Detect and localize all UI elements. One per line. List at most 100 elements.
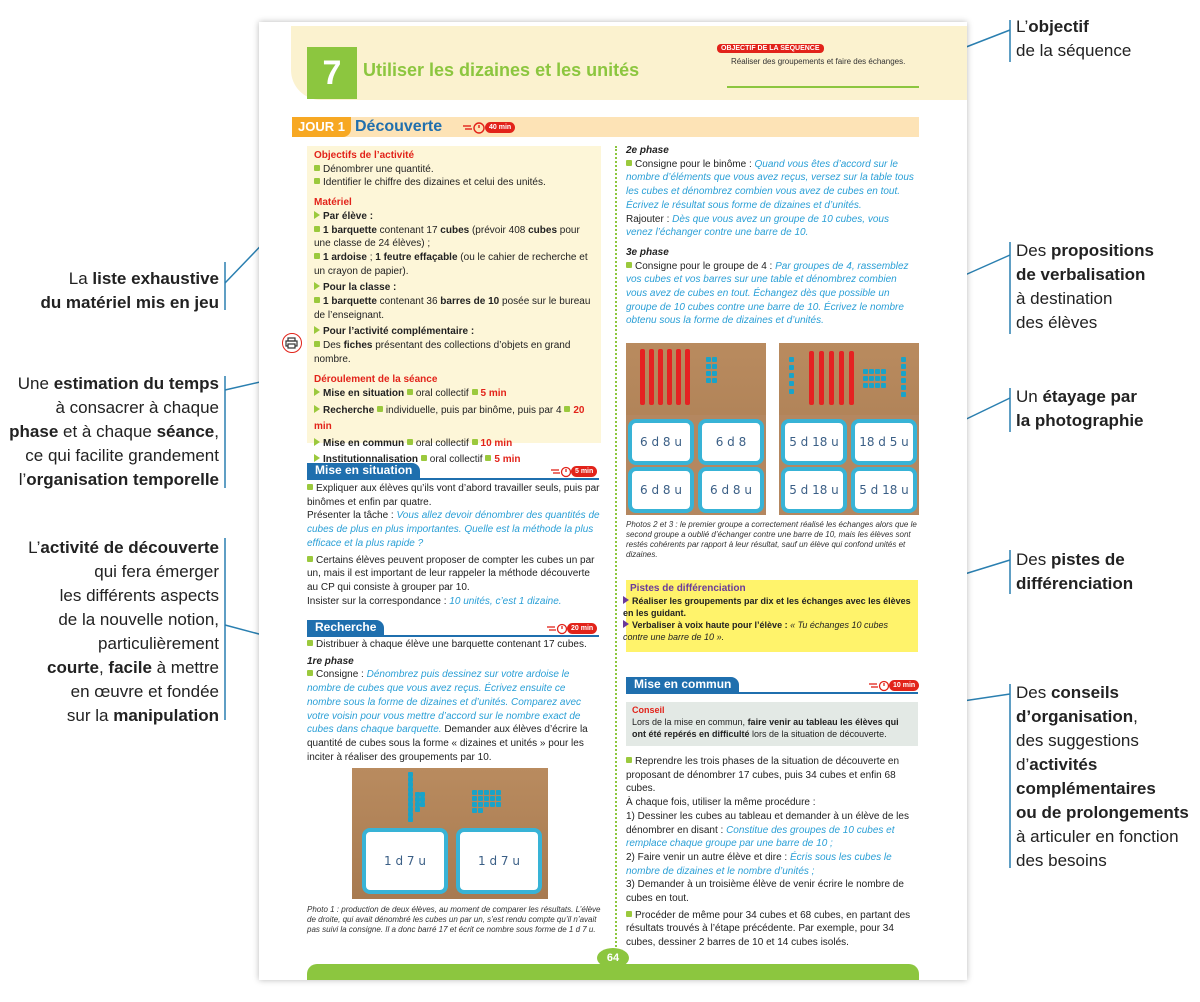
photo-3-slate: 5 d 18 u	[851, 467, 917, 513]
column-divider	[615, 146, 617, 966]
photo-1: 1 d 7 u 1 d 7 u	[352, 768, 548, 899]
cube	[901, 385, 906, 390]
cube	[712, 364, 717, 369]
day-timer: 40 min	[463, 121, 516, 134]
conseil-content: Conseil Lors de la mise en commun, faire…	[632, 705, 899, 739]
annotation-verbalisation: Des propositions de verbalisation à dest…	[1016, 241, 1154, 332]
activity-box	[307, 146, 601, 443]
cube	[881, 369, 886, 374]
cube	[901, 364, 906, 369]
rod	[849, 351, 854, 405]
cube	[496, 790, 501, 795]
page-footer-bar	[307, 964, 919, 980]
cube	[901, 392, 906, 397]
cube	[869, 369, 874, 374]
rod	[676, 349, 681, 405]
annotation-differentiation: Des pistes de différenciation	[1016, 550, 1134, 593]
cube	[478, 796, 483, 801]
photo-2-slate: 6 d 8 u	[628, 467, 694, 513]
cube	[869, 376, 874, 381]
recherche-timer: 20 min	[547, 622, 598, 634]
day-label: JOUR 1	[292, 117, 351, 137]
objective-box: OBJECTIF DE LA SÉQUENCE Réaliser des gro…	[717, 44, 919, 88]
cube	[408, 792, 413, 797]
annotation-time-estimate: Une estimation du temps à consacrer à ch…	[9, 374, 219, 489]
cube	[478, 790, 483, 795]
cube	[789, 389, 794, 394]
objective-tag: OBJECTIF DE LA SÉQUENCE	[717, 44, 824, 53]
rod	[649, 349, 654, 405]
day-title: Découverte	[355, 118, 443, 135]
cube	[706, 357, 711, 362]
stopwatch-icon	[463, 122, 485, 134]
cube	[706, 371, 711, 376]
cube	[415, 807, 420, 812]
cube	[706, 364, 711, 369]
cube	[901, 378, 906, 383]
differentiation-content: Pistes de différenciation Réaliser les g…	[623, 583, 911, 642]
cube	[472, 802, 477, 807]
cube	[472, 790, 477, 795]
cube	[408, 777, 413, 782]
cube	[881, 383, 886, 388]
differentiation-box	[626, 580, 918, 652]
cube	[496, 802, 501, 807]
photos-2-3-caption: Photos 2 et 3 : le premier groupe a corr…	[626, 520, 917, 559]
rod	[640, 349, 645, 405]
cube	[408, 782, 413, 787]
cube	[484, 796, 489, 801]
cube	[875, 376, 880, 381]
cube	[408, 772, 413, 777]
photo-2-slate: 6 d 8 u	[628, 419, 694, 465]
cube	[789, 357, 794, 362]
cube	[875, 383, 880, 388]
cube	[472, 808, 477, 813]
photo-3-slate: 5 d 18 u	[781, 467, 847, 513]
cube	[415, 792, 420, 797]
cube	[789, 365, 794, 370]
cube	[408, 807, 413, 812]
annotation-organisation-advice: Des conseils d’organisation, des suggest…	[1016, 683, 1189, 870]
cube	[490, 790, 495, 795]
conseil-box	[626, 702, 918, 746]
photo-2: 6 d 8 u 6 d 8 6 d 8 u 6 d 8 u	[626, 343, 766, 515]
activity-box-content: Objectifs de l’activité Dénombrer une qu…	[314, 150, 591, 466]
cube	[712, 378, 717, 383]
cube	[484, 790, 489, 795]
page-number: 64	[597, 948, 629, 968]
photo-1-caption: Photo 1 : production de deux élèves, au …	[307, 905, 601, 934]
recherche-text: Distribuer à chaque élève une barquette …	[307, 639, 588, 763]
section-recherche: Recherche	[307, 620, 599, 637]
cube	[420, 797, 425, 802]
cube	[408, 802, 413, 807]
section-mise-en-situation: Mise en situation	[307, 463, 599, 480]
annotation-objective: L’objectif de la séquence	[1016, 17, 1132, 60]
photo-3-slate: 5 d 18 u	[781, 419, 847, 465]
annotation-photo-support: Un étayage par la photographie	[1016, 387, 1144, 430]
rod	[809, 351, 814, 405]
cube	[408, 787, 413, 792]
printer-icon	[282, 333, 302, 353]
chapter-title: Utiliser les dizaines et les unités	[363, 60, 640, 80]
textbook-page: 7 Utiliser les dizaines et les unités OB…	[259, 22, 967, 980]
cube	[490, 796, 495, 801]
photo-2-slate: 6 d 8 u	[698, 467, 764, 513]
cube	[420, 792, 425, 797]
phase-2-3-text: 2e phase Consigne pour le binôme : Quand…	[626, 145, 914, 327]
cube	[869, 383, 874, 388]
rod	[658, 349, 663, 405]
cube	[408, 817, 413, 822]
cube	[712, 371, 717, 376]
day-bar	[292, 117, 919, 137]
rod	[829, 351, 834, 405]
cube	[901, 371, 906, 376]
cube	[863, 383, 868, 388]
cube	[789, 373, 794, 378]
annotation-discovery-activity: L’activité de découverte qui fera émerge…	[28, 538, 219, 725]
photo-3-slate: 18 d 5 u	[851, 419, 917, 465]
cube	[881, 376, 886, 381]
cube	[863, 369, 868, 374]
annotation-material-list: La liste exhaustive du matériel mis en j…	[40, 269, 219, 312]
rod	[819, 351, 824, 405]
